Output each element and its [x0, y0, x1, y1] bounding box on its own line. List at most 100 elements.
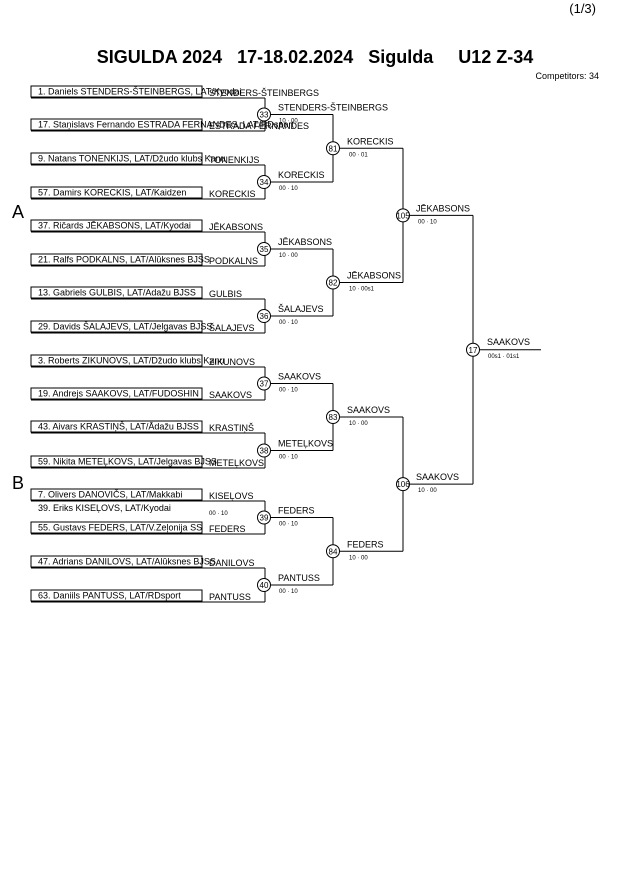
entry-short-name: JĒKABSONS [209, 222, 263, 232]
competitor-name: 57. Damirs KORECKIS, LAT/Kaidzen [38, 188, 186, 198]
match-number: 36 [260, 312, 269, 321]
round2-winner: FEDERS [347, 539, 384, 549]
match-node [466, 342, 480, 357]
round1-winner: JĒKABSONS [278, 237, 332, 247]
entry-short-name: ZIKUNOVS [209, 357, 255, 367]
match-node [326, 141, 340, 156]
semifinal-winner: JĒKABSONS [416, 203, 470, 213]
match-score: 00 · 10 [209, 511, 228, 517]
match-score: 10 · 00s1 [349, 287, 375, 293]
match-number: 105 [396, 211, 410, 220]
entry-short-name: DANILOVS [209, 558, 255, 568]
semifinal-winner: SAAKOVS [416, 472, 459, 482]
round2-winner: JĒKABSONS [347, 271, 401, 281]
entry-short-name: PANTUSS [209, 592, 251, 602]
entry-short-name: KISEĻOVS [209, 491, 254, 501]
entry-short-name: METEĻKOVS [209, 458, 264, 468]
entry-short-name: FEDERS [209, 524, 246, 534]
round1-winner: PANTUSS [278, 573, 320, 583]
match-node [326, 544, 340, 559]
match-number: 17 [469, 346, 478, 355]
competitor-box [30, 320, 203, 333]
final-winner: SAAKOVS [487, 337, 530, 347]
match-number: 35 [260, 245, 269, 254]
match-number: 39 [260, 514, 269, 523]
match-number: 38 [260, 447, 269, 456]
entry-short-name: ŠALAJEVS [209, 323, 255, 333]
pool-label: A [12, 202, 24, 222]
round1-winner: STENDERS-ŠTEINBERGS [278, 103, 388, 113]
competitor-name: 39. Eriks KISEĻOVS, LAT/Kyodai [38, 503, 171, 513]
round1-winner: KORECKIS [278, 170, 325, 180]
match-node [257, 578, 271, 592]
competitor-name: 37. Ričards JĒKABSONS, LAT/Kyodai [38, 221, 191, 231]
competitor-name: 21. Ralfs PODKALNS, LAT/Alūksnes BJSS [38, 255, 210, 265]
competitor-name: 47. Adrians DANILOVS, LAT/Alūksnes BJSS [38, 557, 216, 567]
match-score: 10 · 00 [349, 555, 368, 561]
entry-short-name: STENDERS-ŠTEINBERGS [209, 88, 319, 98]
competitor-box [30, 589, 203, 602]
match-score: 00 · 10 [279, 522, 298, 528]
competitor-name: 1. Daniels STENDERS-ŠTEINBERGS, LAT/Kyod… [38, 87, 241, 97]
match-node [396, 208, 410, 223]
match-number: 33 [260, 111, 269, 120]
competitor-box [30, 118, 203, 131]
match-node [257, 242, 271, 256]
competitor-box [30, 253, 203, 266]
entry-short-name: SAAKOVS [209, 390, 252, 400]
competitor-name: 63. Daniils PANTUSS, LAT/RDsport [38, 591, 181, 601]
entry-short-name: KRASTIŅŠ [209, 423, 254, 433]
entry-short-name: KORECKIS [209, 189, 256, 199]
match-node [257, 510, 271, 525]
match-node [257, 443, 271, 458]
competitor-box [30, 387, 203, 400]
competitor-name: 43. Aivars KRASTIŅŠ, LAT/Ādažu BJSS [38, 422, 199, 432]
pool-label: B [12, 473, 24, 493]
match-number: 81 [329, 144, 338, 153]
match-score: 00 · 01 [349, 152, 368, 158]
competitor-box [30, 455, 203, 468]
match-node [326, 275, 340, 290]
match-number: 34 [260, 178, 269, 187]
competitor-box [30, 152, 203, 165]
competitor-box [30, 555, 203, 568]
competitor-name: 3. Roberts ZIKUNOVS, LAT/Džudo klubs Kan… [38, 356, 224, 366]
match-score: 00 · 10 [279, 589, 298, 595]
competitor-box [30, 521, 203, 534]
round2-winner: KORECKIS [347, 136, 394, 146]
match-number: 37 [260, 380, 269, 389]
match-number: 82 [329, 279, 338, 288]
match-node [257, 376, 271, 391]
match-score: 00s1 · 01s1 [488, 354, 520, 360]
match-score: 10 · 00 [279, 253, 298, 259]
match-score: 10 · 00 [279, 119, 298, 125]
competitor-box [30, 354, 203, 367]
match-score: 00 · 10 [279, 455, 298, 461]
competitor-box [30, 186, 203, 199]
match-number: 106 [396, 480, 410, 489]
round1-winner: ŠALAJEVS [278, 304, 324, 314]
match-score: 00 · 10 [279, 320, 298, 326]
competitor-name: 13. Gabriels GULBIS, LAT/Adažu BJSS [38, 288, 196, 298]
entry-short-name: TONENKIJS [209, 155, 259, 165]
entry-short-name: PODKALNS [209, 256, 258, 266]
competitor-name: 29. Davids ŠALAJEVS, LAT/Jelgavas BJSS [38, 322, 212, 332]
competitor-box [30, 420, 203, 433]
match-node [257, 175, 271, 189]
competitor-name: 7. Olivers DANOVIČS, LAT/Makkabi [38, 490, 182, 500]
match-node [257, 309, 271, 323]
round1-winner: METEĻKOVS [278, 439, 333, 449]
competitor-box [30, 219, 203, 232]
match-score: 10 · 00 [418, 488, 437, 494]
round1-winner: SAAKOVS [278, 372, 321, 382]
page-number: (1/3) [569, 1, 596, 16]
competitor-box [30, 286, 203, 299]
match-number: 84 [329, 547, 338, 556]
match-score: 00 · 10 [418, 219, 437, 225]
match-node [396, 477, 410, 492]
match-node [326, 410, 340, 424]
entry-short-name: GULBIS [209, 289, 242, 299]
match-node [257, 107, 271, 122]
competitor-name: 9. Natans TONENKIJS, LAT/Džudo klubs Kan… [38, 154, 226, 164]
